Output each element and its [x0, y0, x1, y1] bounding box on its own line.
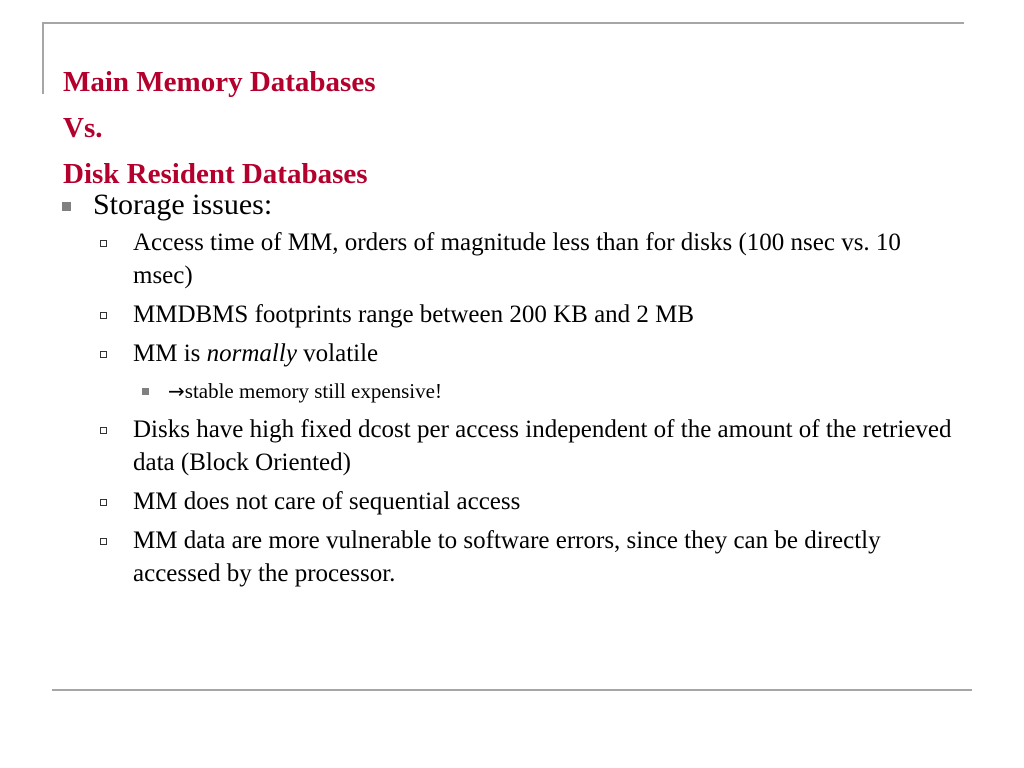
list-item: Disks have high fixed dcost per access i… [62, 413, 972, 479]
sub-list-item-text: →stable memory still expensive! [168, 376, 442, 406]
square-bullet-icon [62, 202, 71, 211]
list-item-text: Disks have high fixed dcost per access i… [133, 416, 952, 476]
hollow-square-bullet-icon [100, 499, 107, 506]
frame-left-line [42, 22, 44, 94]
list-item-text: MM data are more vulnerable to software … [133, 527, 881, 587]
list-item-text-prefix: MM is [133, 340, 207, 367]
list-item-text-suffix: volatile [296, 340, 379, 367]
list-item: MM does not care of sequential access [62, 485, 972, 518]
list-item: MM is normally volatile [62, 337, 972, 370]
list-item-text: Access time of MM, orders of magnitude l… [133, 229, 901, 289]
frame-top-line [42, 22, 964, 24]
hollow-square-bullet-icon [100, 240, 107, 247]
emphasis-text: normally [206, 340, 297, 367]
bullet-storage-issues: Storage issues: [62, 186, 972, 224]
list-item-text: MM is normally volatile [133, 337, 963, 370]
title-line-3: Disk Resident Databases [63, 158, 368, 190]
list-item-text: MMDBMS footprints range between 200 KB a… [133, 301, 695, 328]
right-arrow-icon: → [168, 379, 185, 403]
sub-list-item: →stable memory still expensive! [62, 376, 972, 406]
hollow-square-bullet-icon [100, 351, 107, 358]
list-item: Access time of MM, orders of magnitude l… [62, 226, 972, 292]
hollow-square-bullet-icon [100, 427, 107, 434]
sub-item-text: stable memory still expensive! [184, 379, 442, 403]
list-item: MM data are more vulnerable to software … [62, 524, 972, 590]
title-line-2: Vs. [63, 112, 103, 144]
square-bullet-icon [142, 388, 149, 395]
list-item-text: MM does not care of sequential access [133, 488, 521, 515]
hollow-square-bullet-icon [100, 312, 107, 319]
list-item: MMDBMS footprints range between 200 KB a… [62, 298, 972, 331]
slide-body: Storage issues: Access time of MM, order… [62, 186, 972, 596]
heading-text: Storage issues: [93, 188, 273, 221]
slide-title: Main Memory Databases Vs. Disk Resident … [63, 59, 376, 197]
hollow-square-bullet-icon [100, 538, 107, 545]
title-line-1: Main Memory Databases [63, 66, 376, 98]
frame-bottom-line [52, 689, 972, 691]
